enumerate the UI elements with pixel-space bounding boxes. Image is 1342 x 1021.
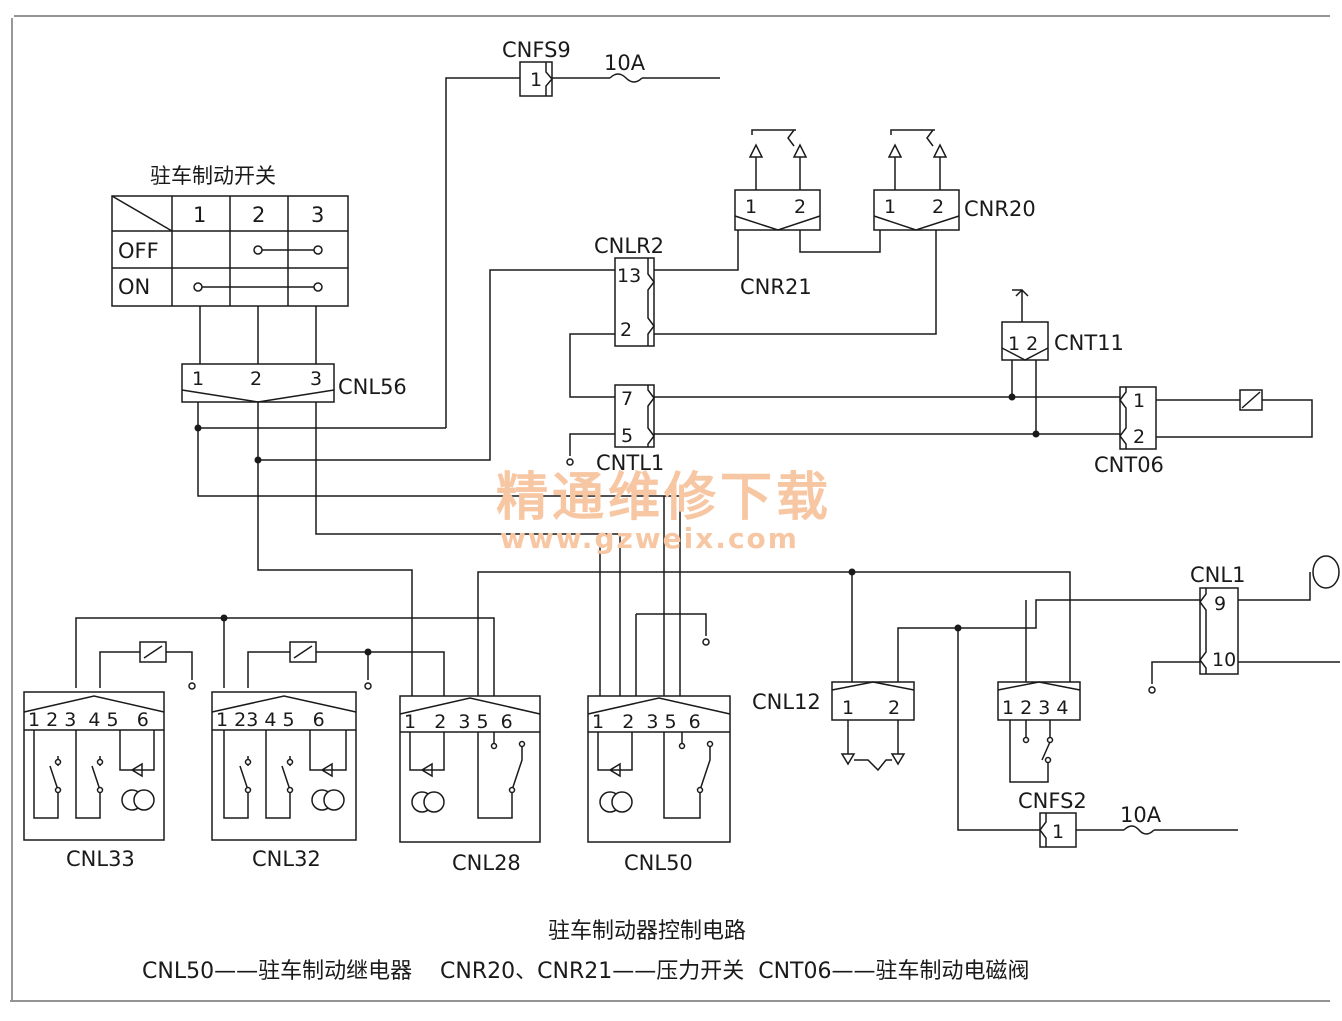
cnlr2-label: CNLR2	[594, 234, 664, 258]
cnfs9-label: CNFS9	[502, 38, 571, 62]
relay-cnl28-label: CNL28	[452, 851, 521, 875]
watermark-cn: 精通维修下载	[496, 468, 832, 528]
connector-4pin: 1 2 3 4	[997, 681, 1081, 764]
svg-text:1 2 3 4: 1 2 3 4	[1002, 697, 1068, 719]
ground-symbols	[188, 458, 1156, 694]
cnl1-label: CNL1	[1190, 563, 1245, 587]
switch-title: 驻车制动开关	[150, 164, 276, 188]
relay-cnl32-label: CNL32	[252, 847, 321, 871]
relay-cnl50-label: CNL50	[624, 851, 693, 875]
fuse-top: 10A	[604, 51, 646, 83]
svg-text:1: 1	[193, 203, 206, 227]
svg-text:13: 13	[617, 265, 641, 287]
svg-text:2: 2	[1133, 426, 1145, 448]
caption: 驻车制动器控制电路 CNL50——驻车制动继电器 CNR20、CNR21——压力…	[142, 919, 1029, 984]
cnl56-label: CNL56	[338, 375, 407, 399]
svg-text:1: 1	[192, 368, 204, 390]
svg-text:1: 1	[745, 196, 757, 218]
cnr20-label: CNR20	[964, 197, 1036, 221]
svg-text:1 2: 1 2	[1008, 333, 1038, 355]
connector-cnlr2: CNLR2 13 2	[594, 234, 664, 347]
caption-title: 驻车制动器控制电路	[548, 919, 746, 944]
fuse-bottom: 10A	[1120, 803, 1162, 835]
pressure-switch-cnr20: 1 2 CNR20	[873, 129, 1036, 231]
svg-text:2: 2	[252, 203, 265, 227]
relay-cnl50: 1 2 3 5 6 CNL50	[587, 695, 731, 875]
page-border	[10, 15, 1330, 1002]
svg-text:2: 2	[888, 697, 900, 719]
svg-text:1: 1	[1052, 821, 1064, 843]
cnr21-label: CNR21	[740, 275, 812, 299]
cnt06-label: CNT06	[1094, 453, 1164, 477]
watermark-url: www.gzweix.com	[500, 522, 799, 555]
parking-brake-switch: 驻车制动开关 1 2 3 OFF ON	[111, 164, 349, 307]
svg-text:2: 2	[794, 196, 806, 218]
switch-row-off: OFF	[118, 239, 159, 263]
svg-text:9: 9	[1214, 593, 1226, 615]
svg-text:3: 3	[311, 203, 324, 227]
svg-text:5: 5	[621, 425, 633, 447]
svg-text:1 23 4 5 6: 1 23 4 5 6	[216, 709, 325, 731]
cntl1-label: CNTL1	[596, 451, 664, 475]
svg-text:1 2 3 5 6: 1 2 3 5 6	[592, 711, 701, 733]
connector-cnfs9: CNFS9 1	[502, 38, 571, 97]
wires	[75, 77, 1340, 831]
junctions	[194, 393, 1040, 656]
watermark: 精通维修下载 www.gzweix.com	[496, 468, 832, 555]
svg-text:1: 1	[530, 69, 542, 91]
caption-legend: CNL50——驻车制动继电器 CNR20、CNR21——压力开关 CNT06——…	[142, 959, 1029, 984]
cnl12-label: CNL12	[752, 690, 821, 714]
connector-cntl1: 7 5 CNTL1	[596, 384, 664, 475]
switch-row-on: ON	[118, 275, 150, 299]
relay-cnl33-label: CNL33	[66, 847, 135, 871]
svg-text:7: 7	[621, 388, 633, 410]
svg-text:1 2 3 4 5 6: 1 2 3 4 5 6	[28, 709, 149, 731]
pressure-switch-cnr21: 1 2 CNR21	[734, 129, 821, 299]
cnt11-label: CNT11	[1054, 331, 1124, 355]
svg-text:10: 10	[1212, 649, 1236, 671]
connector-cnfs2: CNFS2 1	[1018, 789, 1087, 848]
svg-text:2: 2	[932, 196, 944, 218]
relay-cnl32: 1 23 4 5 6 CNL32	[211, 641, 357, 871]
connector-cnt11: 1 2 CNT11	[1001, 321, 1124, 361]
solenoid-valve-cnt06: 1 2 CNT06	[1094, 386, 1263, 477]
svg-text:3: 3	[310, 368, 322, 390]
svg-text:1: 1	[884, 196, 896, 218]
svg-text:1 2 3 5 6: 1 2 3 5 6	[404, 711, 513, 733]
connector-cnl12: CNL12 1 2	[752, 681, 915, 772]
relay-cnl28: 1 2 3 5 6 CNL28	[399, 695, 541, 875]
connector-cnl1: CNL1 9 10	[1190, 555, 1340, 675]
fuse-bottom-rating: 10A	[1120, 803, 1162, 827]
relay-cnl33: 1 2 3 4 5 6 CNL33	[23, 641, 167, 871]
svg-text:1: 1	[842, 697, 854, 719]
svg-text:2: 2	[250, 368, 262, 390]
connector-cnl56: 1 2 3 CNL56	[181, 363, 407, 403]
cnfs2-label: CNFS2	[1018, 789, 1087, 813]
svg-text:1: 1	[1133, 390, 1145, 412]
fuse-top-rating: 10A	[604, 51, 646, 75]
svg-text:2: 2	[620, 319, 632, 341]
